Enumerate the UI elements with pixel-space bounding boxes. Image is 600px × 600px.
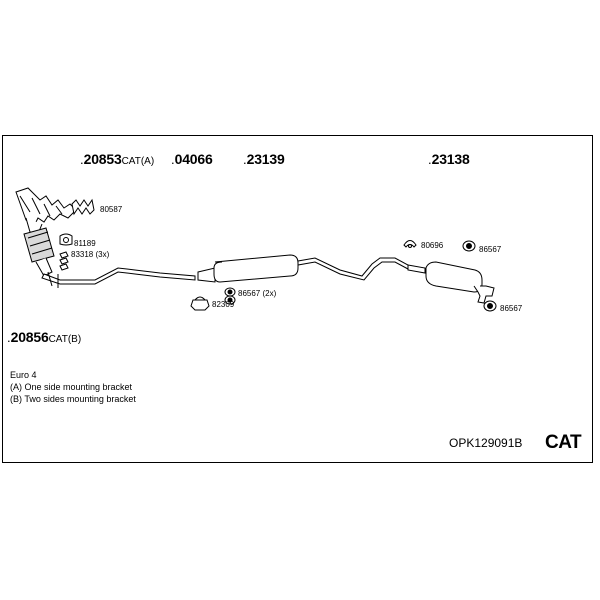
clamp-icon-80587 bbox=[71, 198, 95, 216]
part-label-86567-2x: 86567 (2x) bbox=[238, 289, 277, 298]
rear-silencer bbox=[407, 261, 495, 304]
clamp-icon-82309 bbox=[190, 296, 210, 311]
nut-icon-83318 bbox=[59, 251, 69, 271]
part-label-82309: 82309 bbox=[212, 300, 235, 309]
gasket-icon-81189 bbox=[59, 233, 73, 246]
part-label-86567-b: 86567 bbox=[500, 304, 523, 313]
kit-code: OPK129091B bbox=[449, 436, 523, 450]
part-label-80587: 80587 bbox=[100, 205, 123, 214]
front-pipe bbox=[41, 267, 196, 288]
part-label-83318: 83318 (3x) bbox=[71, 250, 110, 259]
part-label-81189: 81189 bbox=[74, 239, 96, 248]
rubber-mount-icon-86567-2x bbox=[224, 287, 236, 305]
note-b: (B) Two sides mounting bracket bbox=[10, 394, 136, 404]
part-label-80696: 80696 bbox=[421, 241, 444, 250]
part-label-23138: .23138 bbox=[428, 151, 470, 167]
part-label-04066: .04066 bbox=[171, 151, 213, 167]
part-label-20853: .20853CAT(A) bbox=[80, 151, 155, 167]
cat-label: CAT bbox=[545, 432, 582, 453]
rubber-mount-icon-86567-a bbox=[462, 240, 476, 252]
diagram-frame bbox=[2, 135, 593, 463]
catalytic-converter bbox=[23, 227, 55, 277]
note-a: (A) One side mounting bracket bbox=[10, 382, 133, 392]
part-label-86567-a: 86567 bbox=[479, 245, 502, 254]
clamp-icon-80696 bbox=[403, 240, 417, 248]
note-euro-4: Euro 4 bbox=[10, 370, 37, 380]
exhaust-manifold bbox=[15, 187, 77, 235]
rubber-mount-icon-86567-b bbox=[483, 300, 497, 312]
part-label-23139: .23139 bbox=[243, 151, 285, 167]
part-label-20856: .20856CAT(B) bbox=[7, 329, 82, 345]
middle-silencer bbox=[197, 254, 409, 283]
